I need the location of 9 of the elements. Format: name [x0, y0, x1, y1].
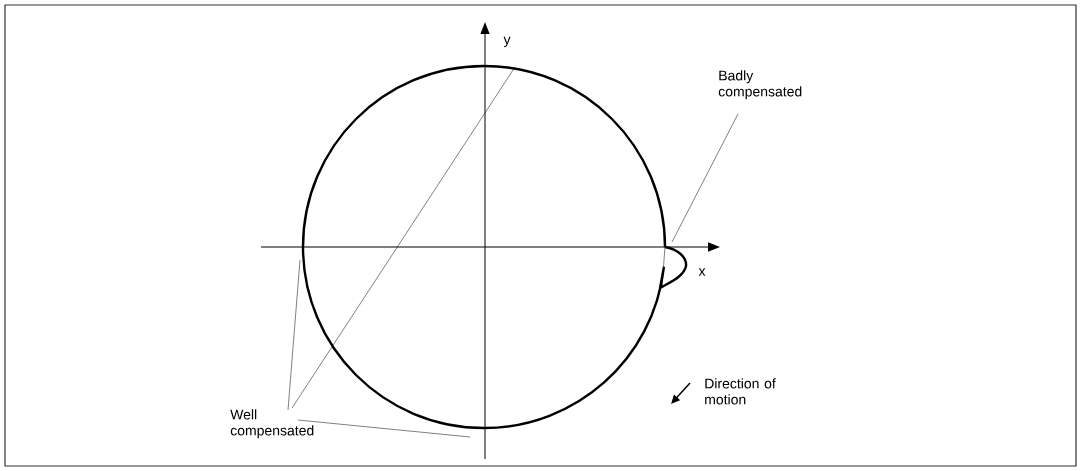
leader-line [291, 66, 516, 409]
direction-label: Direction of motion [705, 378, 776, 405]
axis-label: x [698, 268, 706, 276]
leader-line [297, 419, 471, 438]
leader-line [287, 259, 301, 411]
axis-label: y [503, 36, 511, 48]
leader-line [671, 113, 739, 243]
callout-text: Badly compensated [718, 70, 802, 100]
callout-text: Well compensated [230, 409, 314, 439]
